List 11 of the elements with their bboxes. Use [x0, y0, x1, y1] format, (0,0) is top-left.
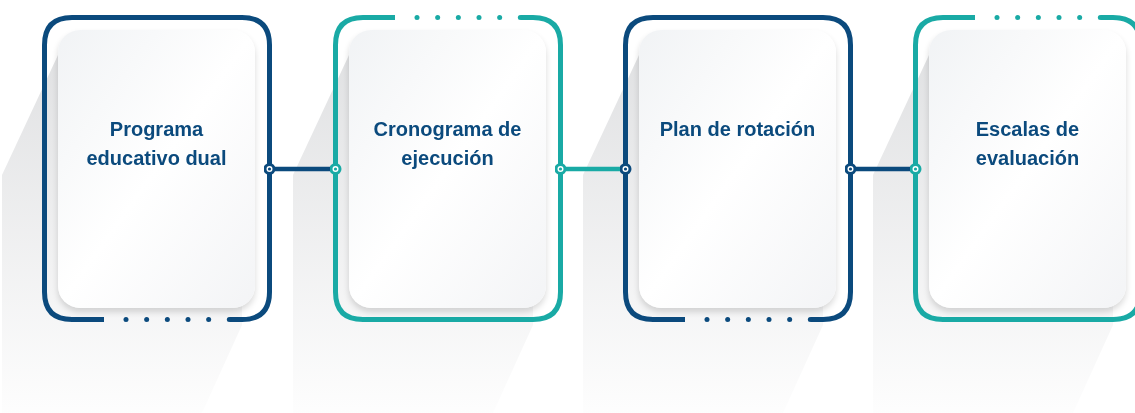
connector-line [263, 163, 342, 175]
step-title: Escalas de evaluación [974, 117, 1081, 171]
step-title: Programa educativo dual [85, 117, 228, 171]
process-frame [333, 15, 563, 322]
connector-line [844, 163, 922, 175]
process-frame [623, 15, 853, 322]
process-frame [42, 15, 272, 322]
process-frame [913, 15, 1135, 322]
step-title: Plan de rotación [658, 117, 817, 142]
connector-line [554, 163, 632, 175]
step-title: Cronograma de ejecución [372, 117, 523, 171]
